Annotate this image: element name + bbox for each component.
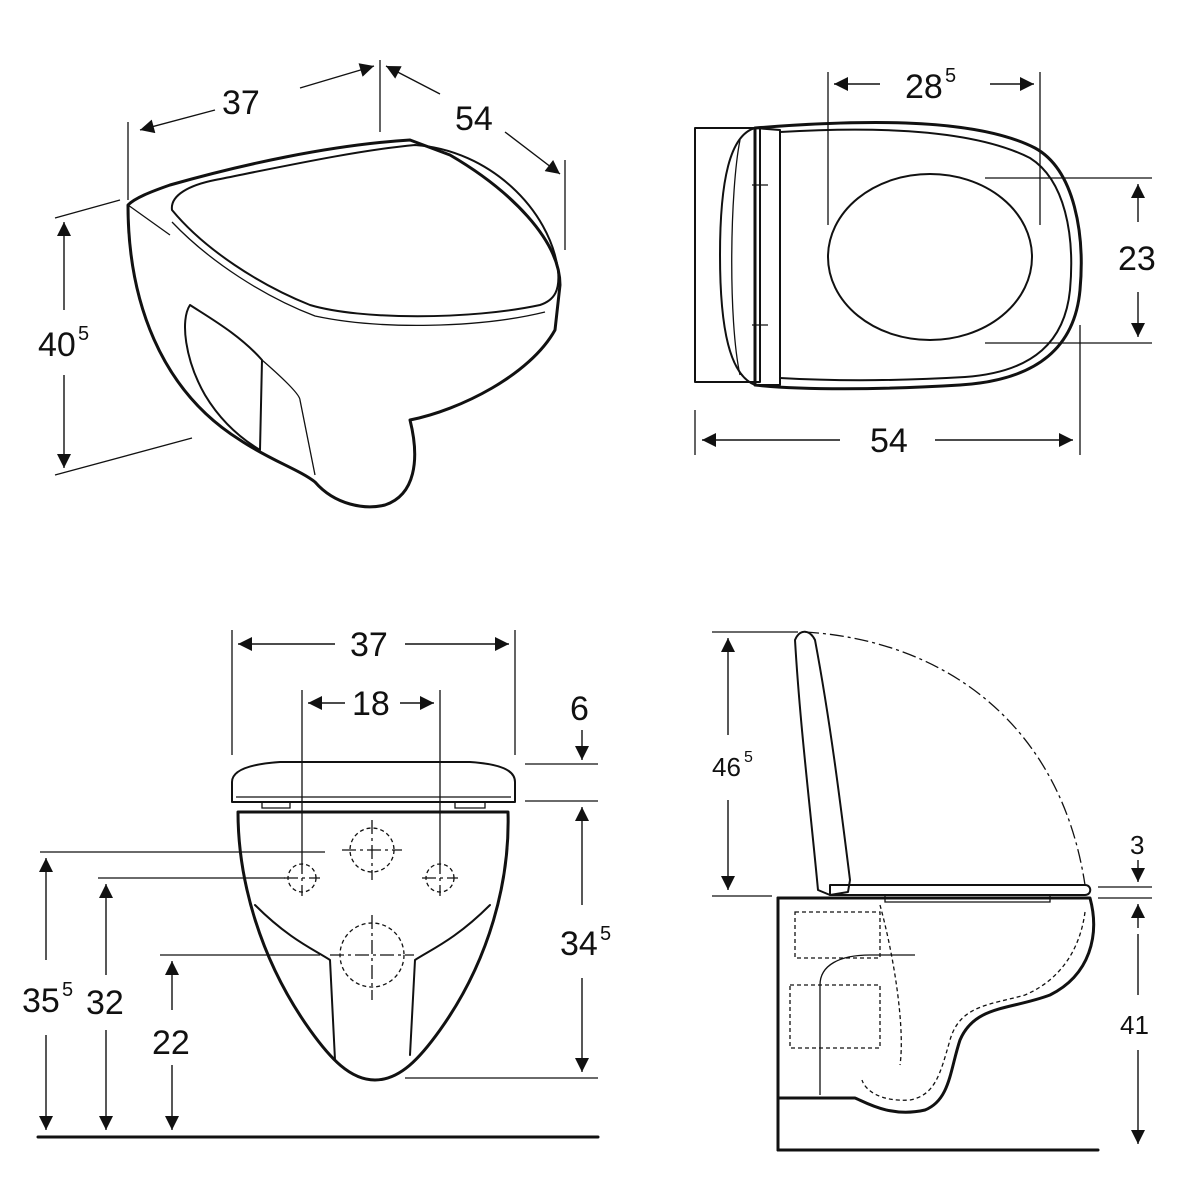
side-bowl-outline: [776, 896, 1096, 1114]
front-view: 37 18 6 34 5 35 5 32 22: [22, 626, 611, 1139]
side-lid-height-sup: 5: [744, 749, 753, 766]
front-width-label: 37: [350, 626, 388, 664]
front-trap: [254, 904, 491, 1061]
front-seat: [231, 761, 516, 803]
top-opening-width-sup: 5: [945, 65, 956, 87]
front-outlet-height-label: 22: [152, 1024, 190, 1062]
front-bolt-spacing-label: 18: [352, 685, 390, 723]
side-rim-height-label: 41: [1120, 1010, 1149, 1040]
bowl-cavity: [184, 304, 263, 451]
perspective-height-sup: 5: [78, 323, 89, 345]
seat-lid: [170, 144, 560, 318]
perspective-depth-label: 54: [455, 100, 493, 138]
top-bowl-outline: [753, 121, 1083, 391]
top-total-depth-label: 54: [870, 422, 908, 460]
top-seat-rim: [779, 128, 1073, 382]
top-opening-width-label: 28: [905, 68, 943, 106]
seat-opening: [827, 173, 1033, 341]
side-lid-height-label: 46: [712, 752, 741, 782]
front-drain-height-sup: 5: [62, 979, 73, 1001]
rear-edge: [127, 204, 171, 236]
bowl-outline: [126, 138, 562, 509]
hinge-block: [719, 127, 781, 386]
wall-plate: [694, 127, 761, 383]
front-seat-thickness-label: 6: [570, 690, 589, 728]
side-lid: [794, 630, 851, 896]
front-drain-height-label: 35: [22, 982, 60, 1020]
side-seat: [829, 884, 1092, 896]
side-trap-dashed: [789, 904, 1086, 1101]
front-bolt-height-label: 32: [86, 984, 124, 1022]
front-bowl-height-label: 34: [560, 925, 598, 963]
bowl-shade: [261, 359, 316, 476]
perspective-view: 37 54 40 5: [38, 60, 566, 509]
perspective-width-label: 37: [222, 84, 260, 122]
top-view: 28 5 23 54: [694, 65, 1156, 460]
perspective-height-label: 40: [38, 326, 76, 364]
front-bowl-height-sup: 5: [600, 923, 611, 945]
top-opening-depth-label: 23: [1118, 240, 1156, 278]
front-bowl-outline: [236, 810, 510, 1082]
side-seat-gap-label: 3: [1130, 830, 1144, 860]
lid-swing-arc: [804, 631, 1086, 886]
seat-edge: [171, 221, 546, 327]
side-view: 46 5 3 41: [712, 630, 1152, 1152]
